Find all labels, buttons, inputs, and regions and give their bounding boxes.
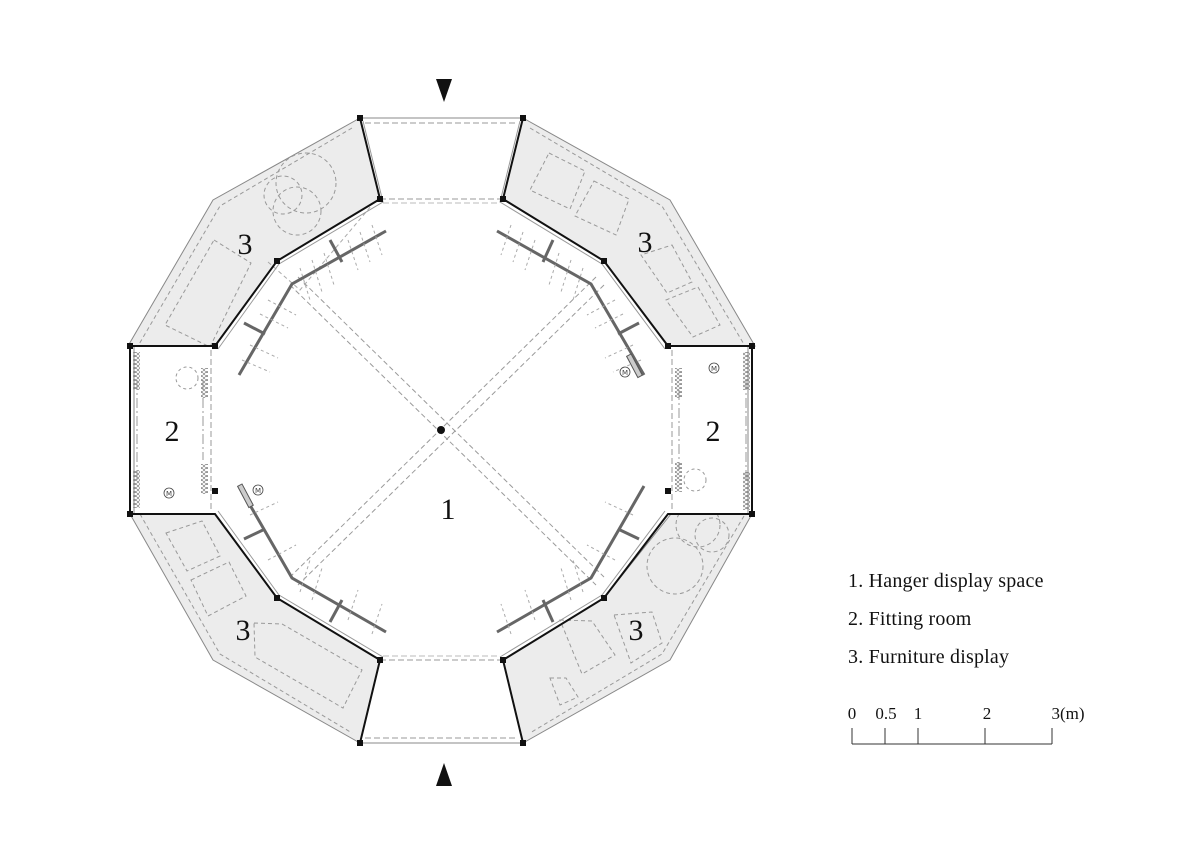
entrance-arrow-down-icon xyxy=(436,79,452,102)
hanger-garments xyxy=(241,224,642,635)
scale-bar: 0 0.5 1 2 3(m) xyxy=(840,704,1100,764)
entrance-south xyxy=(360,655,523,744)
zone-label-furniture-ne: 3 xyxy=(638,226,653,259)
scale-tick-3: 3(m) xyxy=(1051,704,1085,723)
zone-west-fitting-room xyxy=(129,346,215,514)
zone-label-furniture-nw: 3 xyxy=(238,228,253,261)
legend-item-fitting-room: 2. Fitting room xyxy=(848,608,972,630)
scale-tick-1: 1 xyxy=(913,704,923,723)
zone-ne-furniture xyxy=(502,117,756,347)
hanger-mirror-east xyxy=(625,353,643,379)
scale-tick-2: 2 xyxy=(982,704,992,723)
zone-east-fitting-room xyxy=(668,346,753,514)
scale-tick-0: 0 xyxy=(847,704,857,723)
zone-label-hanger: 1 xyxy=(441,493,456,526)
legend-item-hanger-display: 1. Hanger display space xyxy=(848,570,1044,592)
legend: 1. Hanger display space 2. Fitting room … xyxy=(848,562,1044,676)
zone-label-fitting-west: 2 xyxy=(165,415,180,448)
mirror-symbol-east: M xyxy=(708,362,720,374)
entrance-north xyxy=(360,117,523,204)
hanger-mirror-west xyxy=(236,483,254,509)
scale-bar-lines xyxy=(851,728,1053,745)
svg-text:M: M xyxy=(166,490,172,498)
mirror-symbol-hanger-west: M xyxy=(252,484,264,496)
svg-text:M: M xyxy=(255,487,261,495)
svg-text:M: M xyxy=(622,369,628,377)
mirror-symbol-hanger-east: M xyxy=(619,366,631,378)
hanger-rails xyxy=(237,229,646,634)
legend-item-furniture-display: 3. Furniture display xyxy=(848,646,1010,668)
columns xyxy=(127,115,755,746)
zone-nw-furniture xyxy=(127,117,381,348)
zone-label-furniture-sw: 3 xyxy=(236,614,251,647)
svg-text:M: M xyxy=(711,365,717,373)
zone-label-furniture-se: 3 xyxy=(629,614,644,647)
zone-se-furniture xyxy=(502,502,753,744)
zone-sw-furniture xyxy=(129,513,381,744)
center-column-icon xyxy=(437,426,445,434)
mirror-symbol-west: M xyxy=(163,487,175,499)
zone-label-fitting-east: 2 xyxy=(706,415,721,448)
diagonal-beams xyxy=(289,276,605,586)
scale-tick-0-5: 0.5 xyxy=(875,704,897,723)
entrance-arrow-up-icon xyxy=(436,763,452,786)
